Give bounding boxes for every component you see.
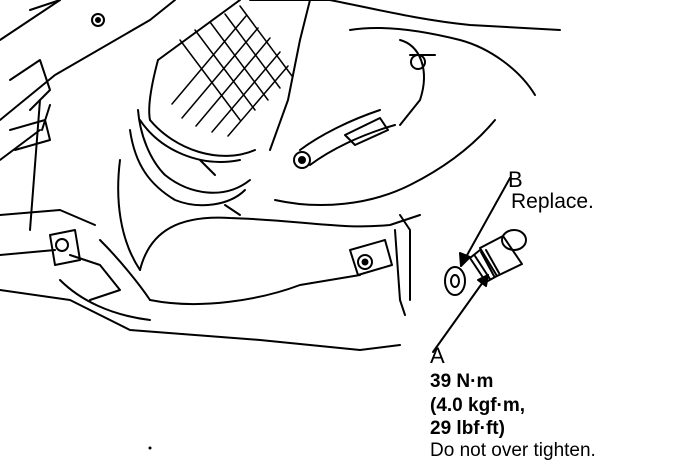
sealing-washer bbox=[444, 266, 466, 296]
exhaust-pipe bbox=[129, 0, 311, 207]
drain-bolt bbox=[469, 229, 527, 283]
torque-caution-note: Do not over tighten. bbox=[430, 440, 596, 461]
callout-a-letter: A bbox=[430, 343, 445, 368]
torque-spec-nm: 39 N·m bbox=[430, 371, 494, 392]
leader-arrow-b bbox=[459, 177, 511, 267]
torque-spec-lbf: 29 lbf·ft) bbox=[430, 418, 505, 439]
callout-b-letter: B bbox=[508, 167, 523, 192]
leader-arrow-a bbox=[432, 274, 489, 353]
print-speck bbox=[148, 446, 152, 450]
callout-b-note: Replace. bbox=[511, 190, 594, 213]
oil-pan bbox=[49, 0, 561, 321]
torque-spec-kgf: (4.0 kgf·m, bbox=[430, 395, 526, 416]
frame-member bbox=[0, 0, 401, 351]
